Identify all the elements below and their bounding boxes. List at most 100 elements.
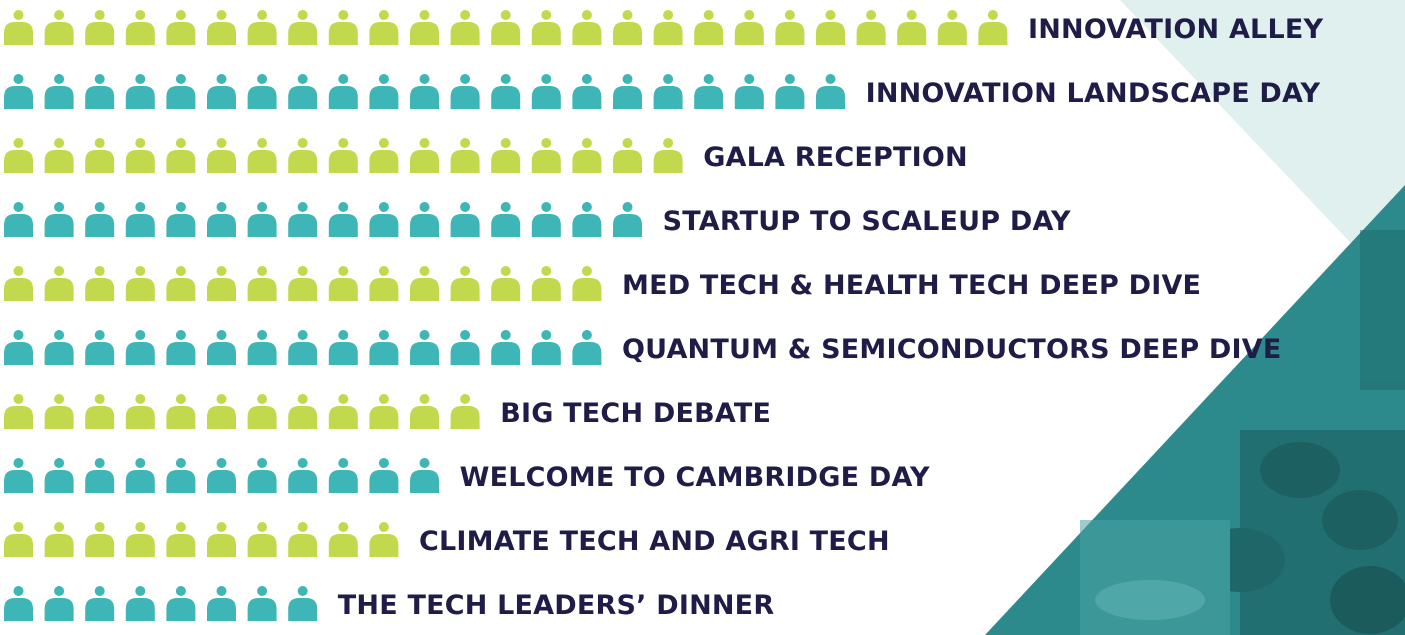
person-icon xyxy=(572,74,602,109)
person-icon xyxy=(247,458,277,493)
person-icon xyxy=(328,522,358,557)
person-icon xyxy=(491,330,521,365)
person-icon xyxy=(166,330,196,365)
person-icon xyxy=(897,10,927,45)
row-label-innovation-landscape-day: INNOVATION LANDSCAPE DAY xyxy=(865,78,1321,109)
person-icon xyxy=(613,138,642,173)
person-icon xyxy=(4,330,33,365)
person-icon xyxy=(4,74,33,109)
person-icon xyxy=(288,522,318,557)
person-icon xyxy=(694,10,724,45)
person-icon xyxy=(328,138,358,173)
person-icon xyxy=(288,458,318,493)
person-icon xyxy=(531,202,561,237)
person-icon xyxy=(247,138,277,173)
person-icon xyxy=(369,74,399,109)
person-icon xyxy=(369,138,399,173)
person-icon xyxy=(369,522,399,557)
person-icon xyxy=(125,74,155,109)
person-icon xyxy=(4,202,33,237)
person-icon xyxy=(288,330,318,365)
person-icon xyxy=(44,458,74,493)
person-icon xyxy=(85,394,115,429)
person-icon xyxy=(207,522,236,557)
person-icon xyxy=(410,330,439,365)
person-icon xyxy=(328,330,358,365)
person-icon xyxy=(85,458,115,493)
person-icon xyxy=(44,522,74,557)
person-icon xyxy=(166,458,196,493)
person-icon xyxy=(125,394,155,429)
person-icon xyxy=(491,202,521,237)
person-icon xyxy=(4,394,33,429)
person-icon xyxy=(85,266,115,301)
pale-teal-triangle xyxy=(1120,0,1405,300)
person-icon xyxy=(4,138,33,173)
person-icon xyxy=(369,458,399,493)
person-icon xyxy=(531,330,561,365)
person-icon xyxy=(166,138,196,173)
person-icon xyxy=(450,266,480,301)
person-icon xyxy=(775,74,805,109)
person-icon xyxy=(531,74,561,109)
person-icon xyxy=(937,10,967,45)
person-icon xyxy=(328,394,358,429)
person-icon xyxy=(613,10,642,45)
person-icon xyxy=(410,74,439,109)
person-icon xyxy=(288,138,318,173)
person-icon xyxy=(410,394,439,429)
person-icon xyxy=(125,522,155,557)
person-icon xyxy=(328,74,358,109)
photo-texture xyxy=(1080,230,1405,635)
person-icon xyxy=(166,266,196,301)
person-icon xyxy=(450,394,480,429)
person-icon xyxy=(410,10,439,45)
person-icon xyxy=(328,266,358,301)
person-icon xyxy=(44,330,74,365)
person-icon xyxy=(491,138,521,173)
person-icon xyxy=(369,266,399,301)
person-icon xyxy=(450,202,480,237)
person-icon xyxy=(450,138,480,173)
person-icon xyxy=(288,74,318,109)
person-icon xyxy=(4,458,33,493)
person-icon xyxy=(816,74,845,109)
person-icon xyxy=(450,74,480,109)
person-icon xyxy=(410,458,439,493)
person-icon xyxy=(125,330,155,365)
person-icon xyxy=(207,586,236,621)
icon-row-2 xyxy=(4,74,845,109)
person-icon xyxy=(247,330,277,365)
person-icon xyxy=(207,394,236,429)
person-icon xyxy=(44,394,74,429)
person-icon xyxy=(85,138,115,173)
person-icon xyxy=(450,330,480,365)
person-icon xyxy=(653,10,683,45)
person-icon xyxy=(531,266,561,301)
person-icon xyxy=(207,202,236,237)
person-icon xyxy=(207,330,236,365)
person-icon xyxy=(207,74,236,109)
person-icon xyxy=(44,586,74,621)
person-icon xyxy=(247,394,277,429)
row-label-tech-leaders-dinner: THE TECH LEADERS’ DINNER xyxy=(337,590,775,621)
person-icon xyxy=(734,74,764,109)
person-icon xyxy=(450,10,480,45)
person-icon xyxy=(125,202,155,237)
person-icon xyxy=(491,266,521,301)
row-label-climate-tech-agri-tech: CLIMATE TECH AND AGRI TECH xyxy=(419,526,890,557)
person-icon xyxy=(978,10,1008,45)
person-icon xyxy=(288,394,318,429)
person-icon xyxy=(369,330,399,365)
person-icon xyxy=(288,10,318,45)
person-icon xyxy=(247,74,277,109)
icon-row-10 xyxy=(4,586,318,621)
person-icon xyxy=(166,586,196,621)
person-icon xyxy=(166,74,196,109)
person-icon xyxy=(653,138,683,173)
person-icon xyxy=(44,202,74,237)
icon-row-1 xyxy=(4,10,1008,45)
person-icon xyxy=(653,74,683,109)
person-icon xyxy=(572,202,602,237)
person-icon xyxy=(531,138,561,173)
